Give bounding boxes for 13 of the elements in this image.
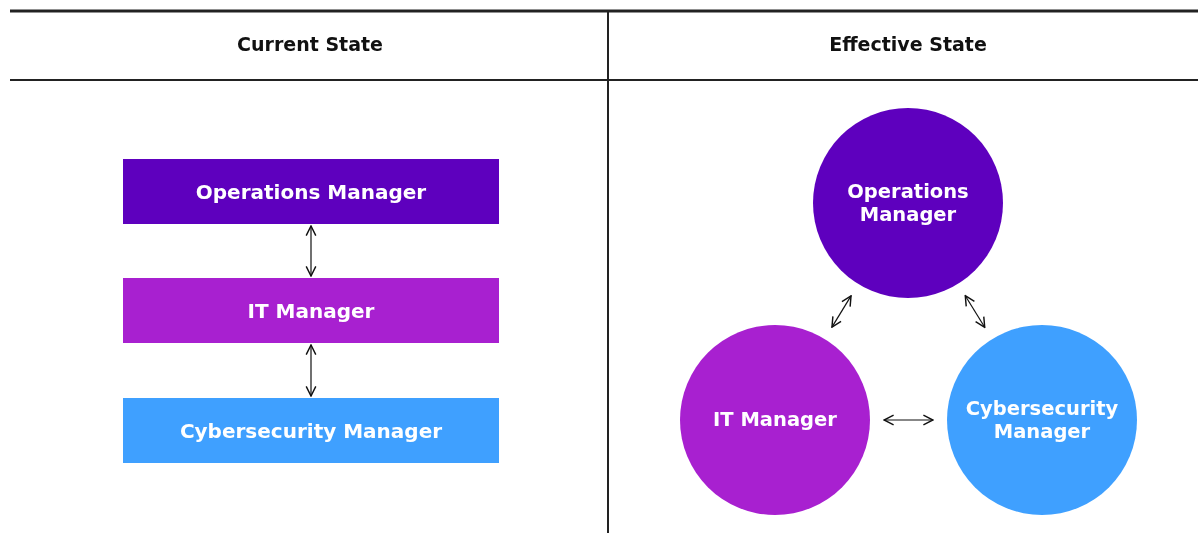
column-header: Effective State	[829, 33, 987, 55]
double-arrow	[305, 225, 317, 277]
column-header: Current State	[237, 33, 383, 55]
double-arrow	[883, 414, 934, 426]
double-arrow	[305, 344, 317, 397]
role-circle: Cybersecurity Manager	[947, 325, 1137, 515]
role-box: Operations Manager	[123, 159, 499, 224]
double-arrow	[831, 295, 852, 328]
double-arrow	[964, 295, 986, 328]
role-box: Cybersecurity Manager	[123, 398, 499, 463]
role-circle: IT Manager	[680, 325, 870, 515]
role-circle: Operations Manager	[813, 108, 1003, 298]
role-box: IT Manager	[123, 278, 499, 343]
